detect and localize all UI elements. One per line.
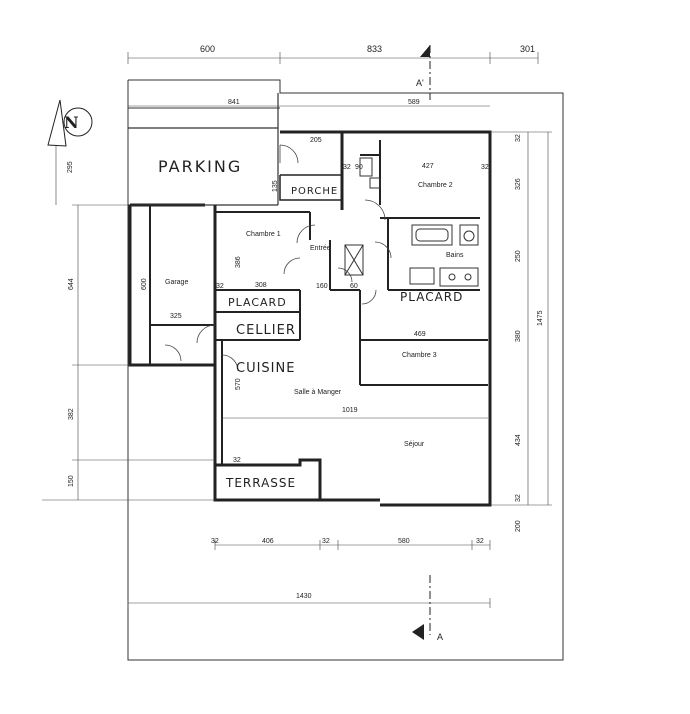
label-terrasse: TERRASSE (225, 476, 296, 490)
dim-295: 295 (67, 161, 74, 173)
section-label-top: A' (416, 78, 424, 88)
dim-b1430: 1430 (296, 593, 312, 600)
lot-boundary (127, 79, 564, 661)
dim-r200: 200 (515, 520, 522, 532)
dim-570: 570 (235, 378, 242, 390)
north-label: N (64, 113, 79, 132)
dim-r250: 250 (515, 250, 522, 262)
dim-427: 427 (422, 163, 434, 170)
dim-r380: 380 (515, 330, 522, 342)
dim-b32-c: 32 (476, 538, 484, 545)
section-arrow-bottom (412, 624, 424, 640)
label-placard-right: PLACARD (400, 290, 463, 304)
label-porche: PORCHE (291, 186, 338, 197)
label-placard-left: PLACARD (228, 296, 287, 309)
room-garage: Garage (165, 279, 188, 286)
room-entree: Entrée (310, 245, 331, 252)
dim-b406: 406 (262, 538, 274, 545)
dim-589: 589 (408, 99, 420, 106)
dim-90: 90 (355, 164, 363, 171)
dim-308: 308 (255, 282, 267, 289)
dim-1019: 1019 (342, 407, 358, 414)
dim-r1475: 1475 (537, 310, 544, 326)
label-cuisine: CUISINE (236, 361, 295, 376)
north-arrow-icon (47, 99, 93, 147)
dim-469: 469 (414, 331, 426, 338)
dim-b32-b: 32 (322, 538, 330, 545)
dim-150: 150 (68, 475, 75, 487)
room-bains: Bains (446, 252, 464, 259)
section-arrow-top (420, 45, 430, 57)
dim-r32-b: 32 (515, 494, 522, 502)
label-cellier: CELLIER (236, 323, 296, 338)
dim-644: 644 (68, 278, 75, 290)
interior-walls (149, 140, 488, 465)
dim-r434: 434 (515, 434, 522, 446)
dim-top-301: 301 (520, 44, 535, 54)
dim-841: 841 (228, 99, 240, 106)
dim-top-600: 600 (200, 44, 215, 54)
parking-area (128, 93, 279, 206)
dim-135: 135 (272, 180, 279, 192)
room-chambre1: Chambre 1 (246, 231, 281, 238)
dim-b32-a: 32 (211, 538, 219, 545)
dimension-lines (42, 52, 552, 608)
dim-r32-a: 32 (515, 134, 522, 142)
dim-325: 325 (170, 313, 182, 320)
dim-386: 386 (235, 256, 242, 268)
room-salle-a-manger: Salle à Manger (294, 389, 342, 396)
dim-s32: 32 (233, 457, 241, 464)
dim-60: 60 (350, 283, 358, 290)
room-chambre3: Chambre 3 (402, 352, 437, 359)
dim-160: 160 (316, 283, 328, 290)
section-label-bottom: A (437, 632, 443, 642)
dim-32-c: 32 (216, 283, 224, 290)
dim-600: 600 (141, 278, 148, 290)
dim-382: 382 (68, 408, 75, 420)
dim-205: 205 (310, 137, 322, 144)
dim-32-b: 32 (481, 164, 489, 171)
room-chambre2: Chambre 2 (418, 182, 453, 189)
dim-r326: 326 (515, 178, 522, 190)
bathroom-fixtures (344, 157, 479, 287)
dim-top-833: 833 (367, 44, 382, 54)
door-swings (164, 144, 392, 372)
label-parking: PARKING (158, 157, 242, 176)
porch (279, 174, 342, 201)
dim-b580: 580 (398, 538, 410, 545)
dim-32-a: 32 (343, 164, 351, 171)
room-sejour: Séjour (404, 441, 425, 448)
